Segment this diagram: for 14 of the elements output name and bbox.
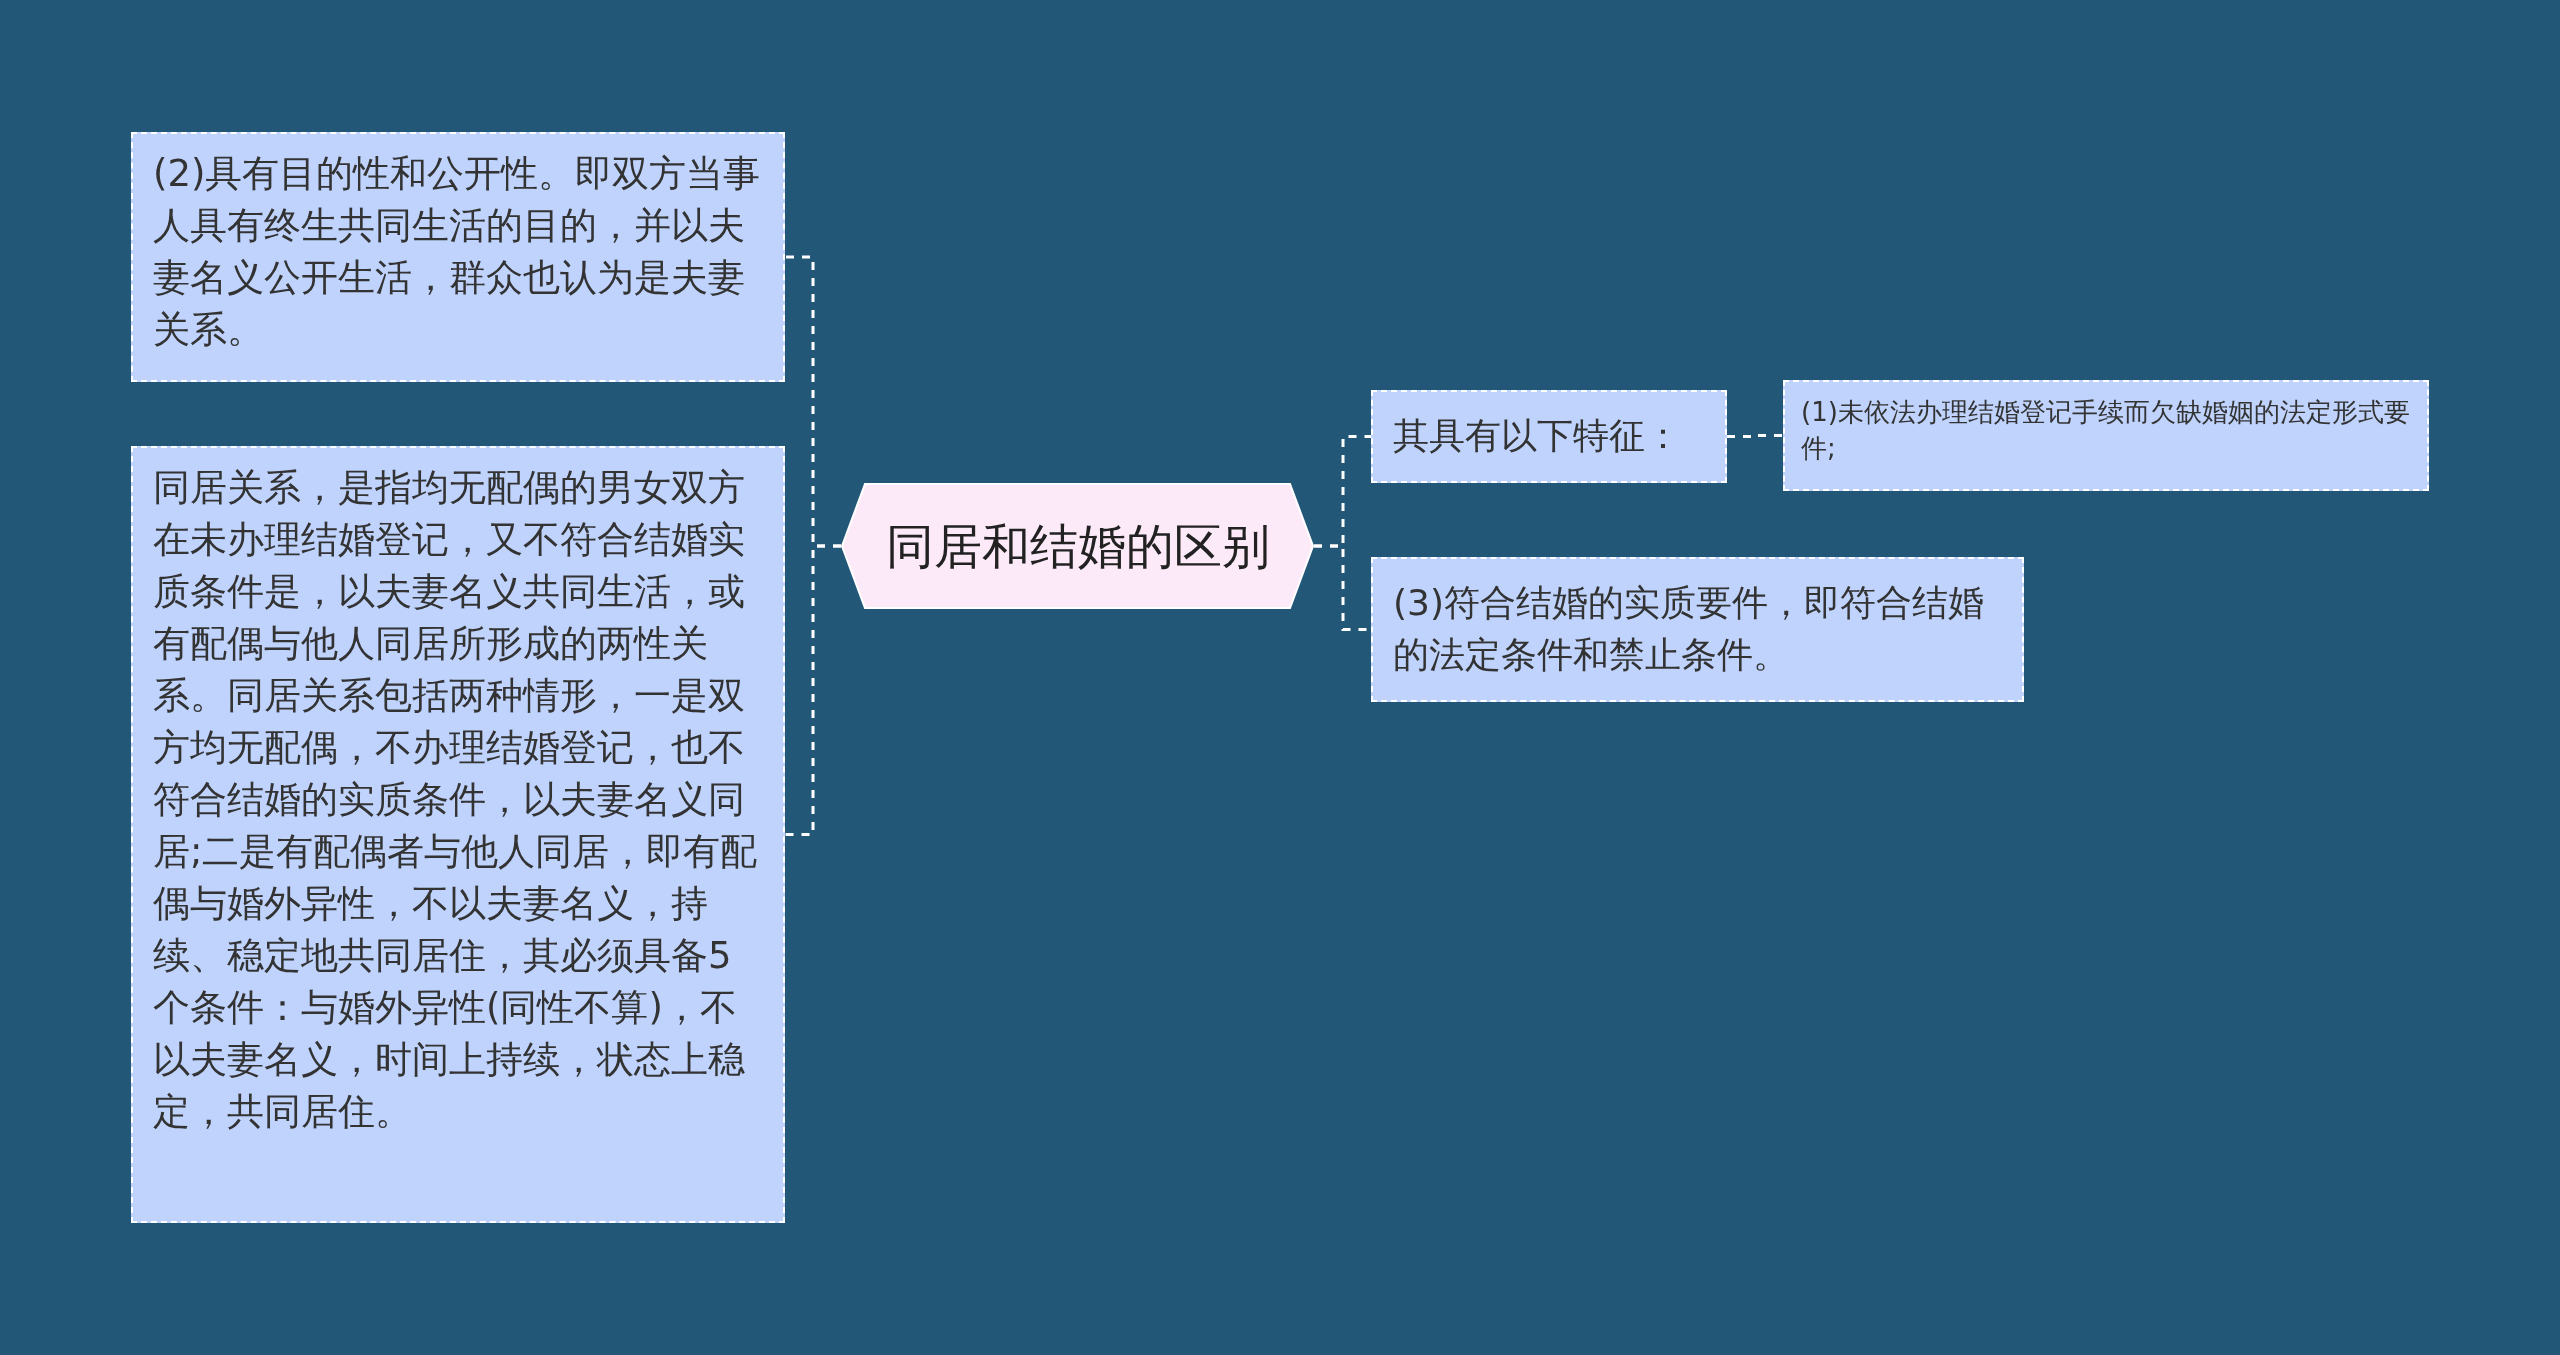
topic-text: 同居和结婚的区别: [885, 517, 1270, 576]
topic-box: [131, 446, 785, 1223]
topic-text: 其具有以下特征：: [1393, 414, 1682, 458]
topic-box: [1371, 390, 1727, 483]
connector-line: [1727, 434, 1783, 438]
topic-box: [1371, 557, 2024, 702]
connector-line: [785, 544, 841, 836]
topic-box: [131, 132, 785, 382]
topic-box: [1783, 380, 2429, 491]
topic-text: (2)具有目的性和公开性。即双方当事人具有终生共同生活的目的，并以夫妻名义公开生活，群众也认为是夫妻关系。: [153, 151, 762, 353]
topic-text: 同居关系，是指均无配偶的男女双方在未办理结婚登记，又不符合结婚实质条件是，以夫妻名义共同生活，或有配偶与他人同居所形成的两性关系。同居关系包括两种情形，一是双方均无配偶，不办理结婚登记，也不符合结婚的实质条件，以夫妻名义同居;二是有配偶者与他人同居，即有配偶与婚外异性，不以夫妻名义，持续、稳定地共同居住，其必须具备5个条件：与婚外异性(同性不算)，不以夫妻名义，时间上持续，状态上稳定，共同居住。: [153, 465, 759, 1135]
topic-text: (1)未依法办理结婚登记手续而欠缺婚姻的法定形式要件;: [1801, 396, 2411, 465]
central-topic-hexagon: [841, 483, 1314, 609]
topic-text: (3)符合结婚的实质要件，即符合结婚的法定条件和禁止条件。: [1393, 581, 1985, 677]
